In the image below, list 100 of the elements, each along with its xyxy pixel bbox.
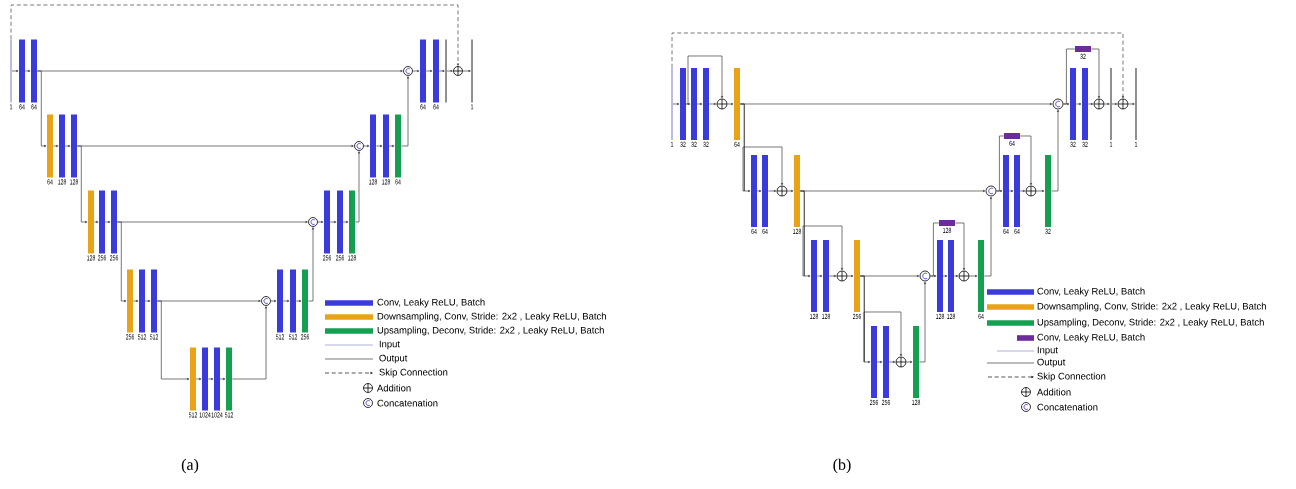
layer-bar (19, 39, 25, 103)
legend-label: Skip Connection (379, 368, 448, 378)
layer-bar (127, 269, 133, 333)
layer-bar (420, 39, 426, 103)
arrow (983, 196, 993, 277)
arrow (799, 190, 844, 277)
layer-bar (1045, 155, 1051, 227)
arrow (93, 220, 99, 224)
layer-bar (290, 269, 296, 333)
layer-bar (324, 190, 330, 254)
concatenation-symbol (308, 217, 318, 227)
layer-bar (913, 326, 919, 398)
addition-symbol (776, 185, 788, 197)
arrow (847, 274, 854, 278)
concatenation-symbol (354, 141, 364, 151)
layer-bar (31, 39, 37, 103)
legend-label: Concatenation (377, 399, 438, 407)
concatenation-symbol (1052, 98, 1064, 110)
addition-symbol (1025, 185, 1037, 197)
layer-bar (47, 114, 53, 178)
layer-bar (277, 269, 283, 333)
layer-bar (978, 240, 984, 312)
layer-bar (823, 240, 829, 312)
legend-label: Conv, Leaky ReLU, Batch (1037, 333, 1145, 343)
legend-label: Downsampling, Conv, Stride: 2x2 , Leaky ReLU, Batch (377, 312, 606, 322)
arrow (462, 69, 471, 73)
arrow (1111, 102, 1118, 106)
signal-line (10, 39, 12, 103)
arrow (767, 189, 777, 193)
arrow (816, 274, 823, 278)
arrow (354, 151, 361, 223)
legend-label: Input (1037, 346, 1058, 356)
layer-bar (1075, 46, 1091, 52)
arrow (727, 102, 734, 106)
layer-bar (680, 68, 686, 140)
arrow (438, 69, 445, 73)
layer-bar (111, 190, 117, 254)
arrow (307, 227, 315, 302)
addition-symbol (836, 270, 848, 282)
arrow (400, 76, 410, 147)
signal-line (1110, 68, 1112, 140)
layer-bar (939, 220, 955, 226)
layer-bar (433, 39, 439, 103)
arrow (446, 69, 453, 73)
legend-label: Upsampling, Deconv, Stride: 2x2 , Leaky ReLU, Batch (377, 326, 604, 336)
legend-label: Input (379, 340, 400, 350)
arrow (195, 377, 202, 381)
layer-bar (71, 114, 77, 178)
arrow (388, 144, 395, 148)
layer-bar (202, 347, 208, 411)
legend-label: Concatenation (1037, 403, 1098, 411)
arrow (295, 299, 302, 303)
arrow (708, 102, 717, 106)
arrow (104, 220, 111, 224)
addition-symbol (1117, 98, 1129, 110)
arrow (24, 69, 31, 73)
signal-line (671, 68, 673, 140)
signal-line (471, 39, 473, 103)
arrow (36, 70, 47, 148)
layer-bar (88, 190, 94, 254)
arrow (156, 300, 190, 381)
arrow (787, 189, 794, 193)
legend-label: Output (1037, 358, 1066, 368)
arrow (756, 189, 762, 193)
legend-label: Conv, Leaky ReLU, Batch (377, 298, 485, 308)
layer-bar (370, 114, 376, 178)
legend-label: Downsampling, Conv, Stride: 2x2 , Leaky ReLU, Batch (1037, 302, 1266, 312)
concatenation-symbol (919, 270, 931, 282)
layer-bar (1082, 68, 1088, 140)
connector-line (930, 222, 940, 277)
arrow (317, 220, 324, 224)
arrow (207, 377, 214, 381)
layer-bar (811, 240, 817, 312)
legend-label: Upsampling, Deconv, Stride: 2x2 , Leaky ReLU, Batch (1037, 318, 1264, 328)
layer-bar (99, 190, 105, 254)
layer-bar (226, 347, 232, 411)
arrow (425, 69, 433, 73)
arrow (144, 299, 151, 303)
skip-connection-arrow (671, 32, 1125, 99)
signal-line (1135, 68, 1137, 140)
signal-line (445, 39, 447, 103)
arrow (1090, 48, 1101, 99)
arrow (342, 220, 349, 224)
arrow (132, 299, 139, 303)
layer-bar (794, 155, 800, 227)
arrow (876, 360, 883, 364)
layer-bar (1003, 155, 1009, 227)
arrow (1104, 102, 1110, 106)
legend-label: Conv, Leaky ReLU, Batch (1037, 287, 1145, 297)
legend-label: Addition (376, 384, 411, 392)
arrow (672, 102, 680, 106)
arrow (375, 144, 383, 148)
arrow (685, 55, 724, 105)
arrow (363, 144, 370, 148)
legend-label: Skip Connection (1037, 372, 1106, 382)
arrow (942, 274, 948, 278)
arrow (739, 103, 784, 192)
layer-bar (383, 114, 389, 178)
arrow (696, 102, 703, 106)
arrow (64, 144, 71, 148)
